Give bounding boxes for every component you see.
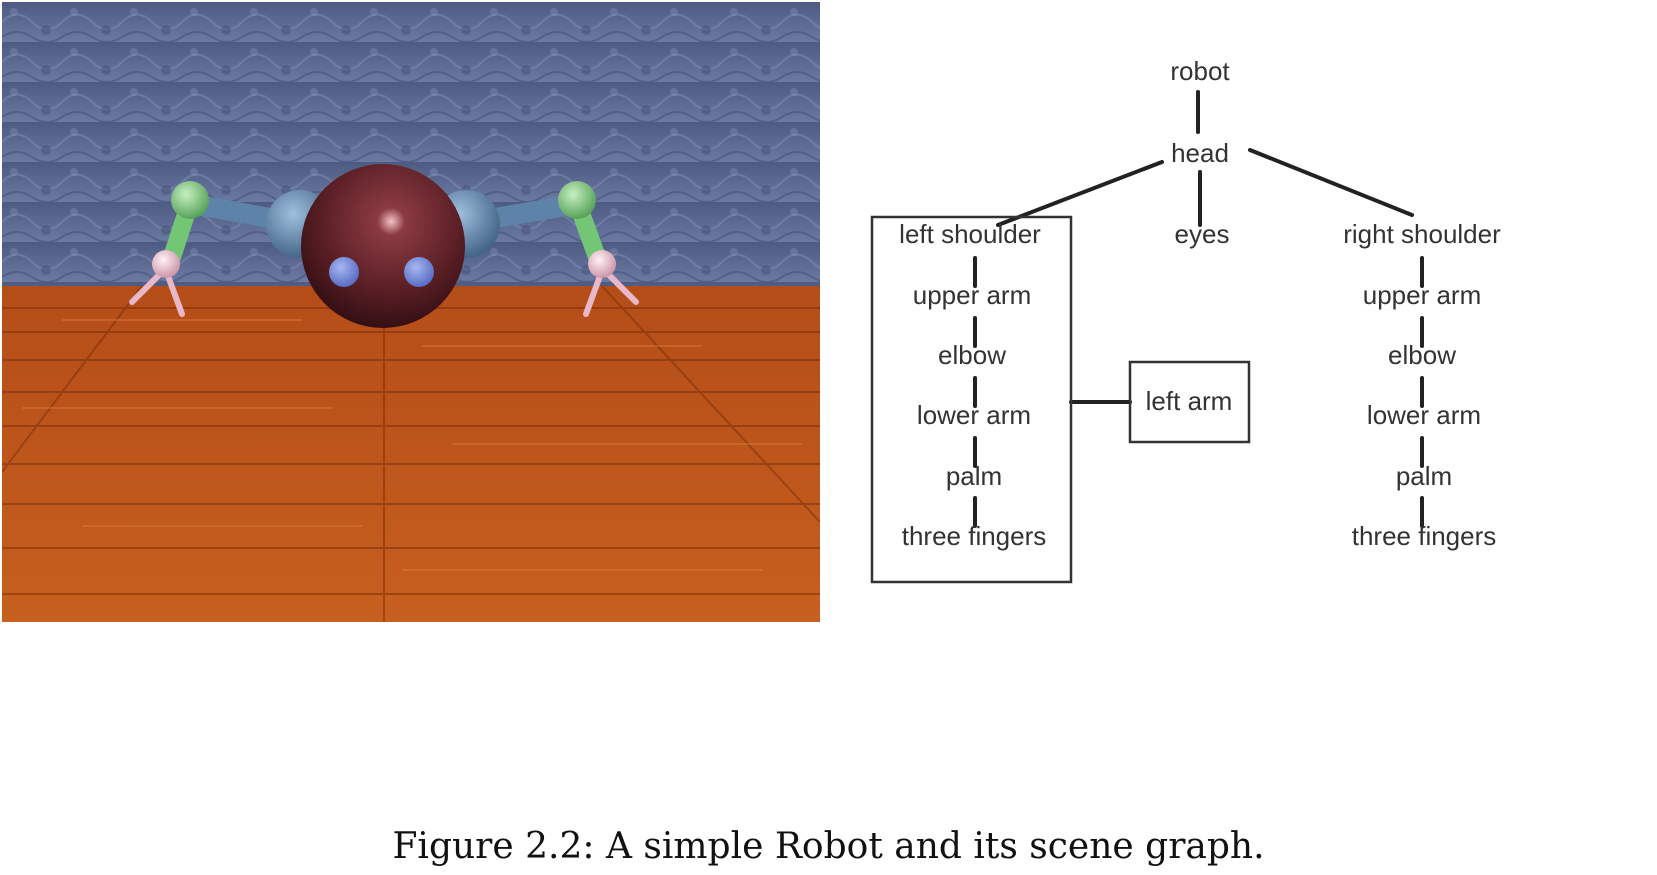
floor	[2, 286, 820, 622]
node-left-upper-arm: upper arm	[913, 280, 1032, 310]
node-left-three-fingers: three fingers	[902, 521, 1047, 551]
node-left-elbow: elbow	[938, 340, 1006, 370]
node-right-elbow: elbow	[1388, 340, 1456, 370]
floor-boards	[2, 285, 820, 622]
scene-graph-svg: robot head eyes left shoulder upper arm …	[870, 56, 1501, 584]
figure-caption: Figure 2.2: A simple Robot and its scene…	[392, 826, 1265, 867]
edge-head-left-shoulder	[996, 160, 1164, 227]
robot-render-svg	[2, 2, 820, 622]
graph-edges	[973, 90, 1424, 528]
node-right-three-fingers: three fingers	[1352, 521, 1497, 551]
node-left-palm: palm	[946, 461, 1002, 491]
node-head: head	[1171, 138, 1229, 168]
node-right-lower-arm: lower arm	[1367, 400, 1481, 430]
node-left-arm-group: left arm	[1146, 386, 1233, 416]
node-left-lower-arm: lower arm	[917, 400, 1031, 430]
node-left-shoulder: left shoulder	[899, 219, 1041, 249]
edge-head-right-shoulder	[1248, 148, 1414, 217]
scene-graph: robot head eyes left shoulder upper arm …	[850, 40, 1570, 640]
robot-model	[129, 164, 639, 328]
robot-render-image	[2, 2, 820, 622]
node-right-shoulder: right shoulder	[1343, 219, 1501, 249]
node-eyes: eyes	[1175, 219, 1230, 249]
left-arm-group-frame	[870, 215, 1073, 584]
node-right-palm: palm	[1396, 461, 1452, 491]
node-right-upper-arm: upper arm	[1363, 280, 1482, 310]
left-arm-label-frame	[1128, 360, 1251, 444]
node-robot: robot	[1170, 56, 1230, 86]
